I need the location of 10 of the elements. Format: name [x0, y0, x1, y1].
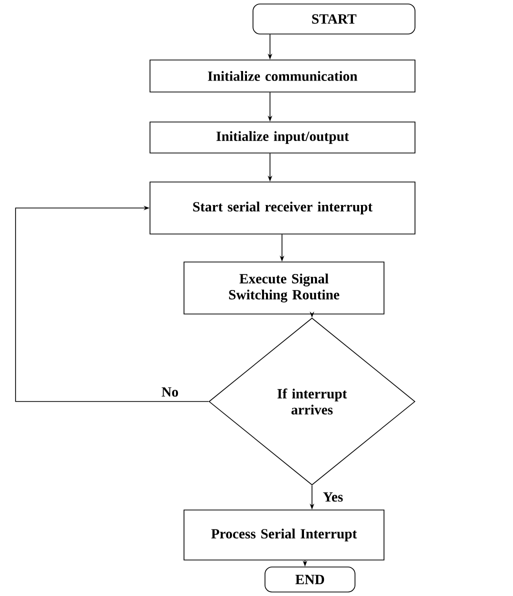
process-box: Initialize input/output — [150, 122, 416, 154]
process-box: Start serial receiver interrupt — [150, 182, 416, 234]
edge-label: Yes — [322, 491, 344, 503]
arrow — [15, 206, 209, 402]
terminal-box: END — [264, 566, 356, 592]
process-box: Execute Signal Switching Routine — [184, 262, 384, 314]
process-box: Initialize communication — [150, 60, 416, 92]
process-box: Process Serial Interrupt — [184, 510, 384, 560]
edge-label: No — [160, 386, 180, 398]
terminal-box: START — [252, 4, 416, 34]
